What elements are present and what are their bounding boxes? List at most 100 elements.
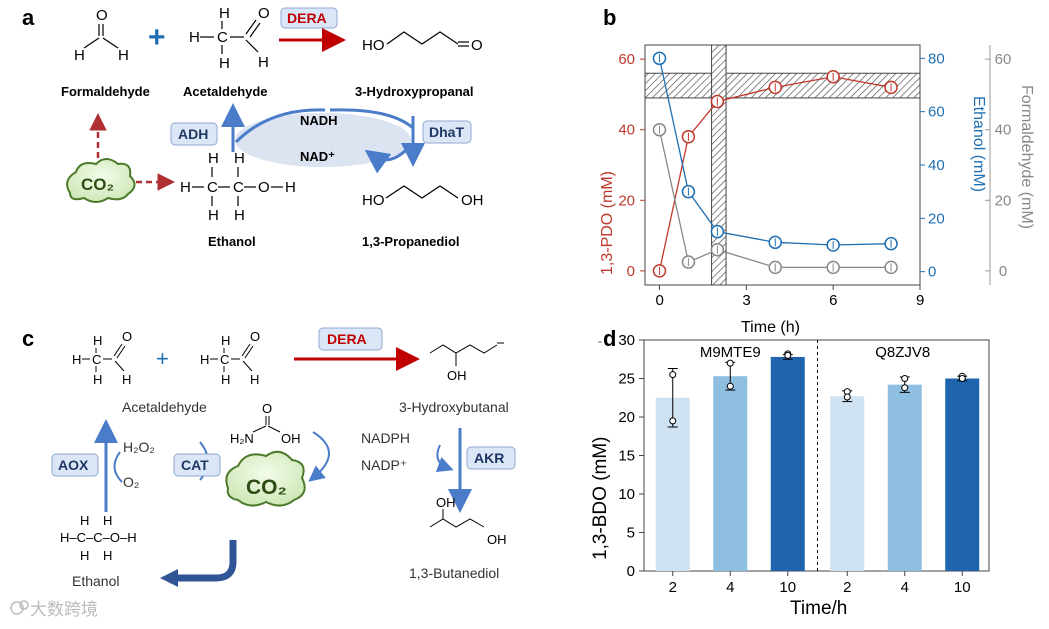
replicate-point-g0-0-1 — [669, 417, 677, 425]
plus-sign-c: + — [156, 346, 169, 371]
svg-text:H₂N⁠: H₂N⁠ — [230, 431, 254, 446]
svg-text:H: H — [258, 54, 269, 71]
svg-text:O: O — [262, 401, 272, 416]
chart-b: Time (h) 1,3-PDO (mM) Ethanol (mM) Forma… — [599, 44, 1035, 336]
svg-text:H: H — [180, 179, 191, 196]
svg-text:CO₂: CO₂ — [246, 476, 287, 499]
svg-text:H: H — [285, 179, 296, 196]
replicate-point-g1-2-1 — [958, 375, 966, 382]
group-label-0: M9MTE9 — [700, 344, 761, 361]
svg-text:H: H — [122, 372, 131, 387]
h2o2-label: H₂O₂ — [123, 439, 155, 455]
acetaldehyde-structure-c2: H H C H O H — [200, 329, 260, 387]
replicate-point-g0-1-1 — [726, 382, 734, 390]
svg-text:O: O — [258, 5, 270, 22]
cat-label: CAT — [181, 457, 209, 473]
chart-d-xtick-label: 10 — [954, 579, 971, 596]
nadph-arc — [308, 431, 330, 482]
akr-label: AKR — [474, 450, 504, 466]
bar-g1-0 — [830, 396, 865, 571]
formaldehyde-structure: O H H — [74, 7, 129, 64]
aox-enzyme-box — [51, 453, 99, 477]
nadp-label: NADP⁺ — [361, 457, 407, 473]
svg-text:H: H — [250, 372, 259, 387]
dera-enzyme-box — [280, 7, 338, 29]
bar-g0-2 — [770, 356, 805, 571]
h2o2-arc — [113, 451, 123, 483]
ethanol-structure: H H H C C O H H H — [180, 150, 296, 224]
svg-text:-: - — [598, 334, 602, 348]
dera-label: DERA — [287, 10, 327, 26]
ethanol-label-c: Ethanol — [72, 573, 119, 589]
svg-text:H: H — [93, 333, 102, 348]
chart-b-ytick-right-label: 20 — [928, 210, 945, 227]
chart-d: - Time/h 1,3-BDO (mM) 051015202530M9MTE9… — [590, 332, 990, 619]
chart-b-ytick-right2-label: 40 — [995, 122, 1012, 139]
replicate-point-g0-2-1 — [784, 351, 792, 359]
acetaldehyde-label: Acetaldehyde — [183, 84, 268, 99]
svg-text:O: O — [122, 329, 132, 344]
chart-d-xtick-label: 2 — [843, 579, 851, 596]
akr-enzyme-box — [466, 446, 516, 470]
svg-text:HO: HO — [362, 192, 385, 209]
svg-text:H: H — [208, 207, 219, 224]
svg-text:H–C–C–O–H: H–C–C–O–H — [60, 530, 137, 545]
chart-d-xtick-label: 4 — [726, 579, 734, 596]
aox-label: AOX — [58, 457, 89, 473]
svg-text:O: O — [258, 179, 270, 196]
chart-b-xtick-label: 9 — [916, 292, 924, 309]
svg-text:C: C — [233, 179, 244, 196]
acetaldehyde-label-c: Acetaldehyde — [122, 399, 207, 415]
bar-g0-1 — [713, 376, 748, 571]
chart-b-ytick-right2-label: 20 — [995, 192, 1012, 209]
series-line-2 — [658, 129, 892, 269]
svg-text:H: H — [80, 548, 89, 563]
butanediol-structure: OH OH — [429, 495, 507, 547]
chart-b-ytick-right-label: 80 — [928, 50, 945, 67]
hydroxypropanal-label: 3-Hydroxypropanal — [355, 84, 473, 99]
dhat-label: DhaT — [429, 124, 464, 140]
ethanol-label: Ethanol — [208, 234, 256, 249]
o2-label: O₂ — [123, 474, 139, 490]
co2-cloud-c: CO₂ — [225, 450, 306, 507]
hydroxybutanal-structure: OH — [429, 342, 504, 383]
svg-text:H: H — [234, 150, 245, 167]
svg-text:H: H — [103, 548, 112, 563]
chart-b-ylabel-right: Ethanol (mM) — [970, 96, 987, 192]
svg-text:OH: OH — [281, 431, 301, 446]
svg-text:H: H — [208, 150, 219, 167]
svg-text:H: H — [221, 372, 230, 387]
ethanol-structure-c: H H H–C–C–O–H H H — [60, 513, 137, 563]
adh-label: ADH — [178, 126, 208, 142]
svg-text:H: H — [80, 513, 89, 528]
svg-text:O: O — [471, 37, 483, 54]
chart-d-xlabel: Time/h — [790, 598, 847, 619]
watermark-icon — [10, 600, 29, 615]
chart-b-ytick-right2-label: 60 — [995, 51, 1012, 68]
svg-text:C: C — [92, 352, 101, 367]
series-line-0 — [658, 76, 892, 272]
dera-enzyme-box-c — [318, 327, 383, 351]
replicate-point-g1-1-0 — [901, 375, 909, 382]
panel-label-a: a — [22, 5, 35, 30]
svg-text:C: C — [220, 352, 229, 367]
propanediol-label: 1,3-Propanediol — [362, 234, 460, 249]
svg-text:H: H — [219, 55, 230, 72]
chart-b-ytick-right2-label: 0 — [999, 263, 1007, 280]
svg-text:H: H — [189, 29, 200, 46]
chart-b-xtick-label: 3 — [742, 292, 750, 309]
propanediol-structure: HO OH — [362, 185, 484, 209]
chart-b-ytick-right-label: 60 — [928, 104, 945, 121]
panel-label-c: c — [22, 326, 34, 351]
chart-d-ytick-label: 0 — [627, 563, 635, 580]
watermark-text: 大数跨境 — [30, 600, 98, 620]
replicate-point-g1-1-1 — [901, 384, 909, 392]
chart-d-frame — [643, 339, 990, 572]
plus-sign: + — [148, 21, 166, 54]
chart-b-ylabel-left: 1,3-PDO (mM) — [599, 171, 616, 275]
chart-b-xtick-label: 0 — [655, 292, 663, 309]
panel-a-scheme: O H H Formaldehyde + H H C H O H Acetald… — [61, 5, 484, 249]
chart-b-ylabel-right2: Formaldehyde (mM) — [1018, 85, 1035, 229]
panel-c-scheme: H H C H O H + H H C H O — [51, 327, 516, 589]
dhat-enzyme-box — [422, 120, 472, 144]
